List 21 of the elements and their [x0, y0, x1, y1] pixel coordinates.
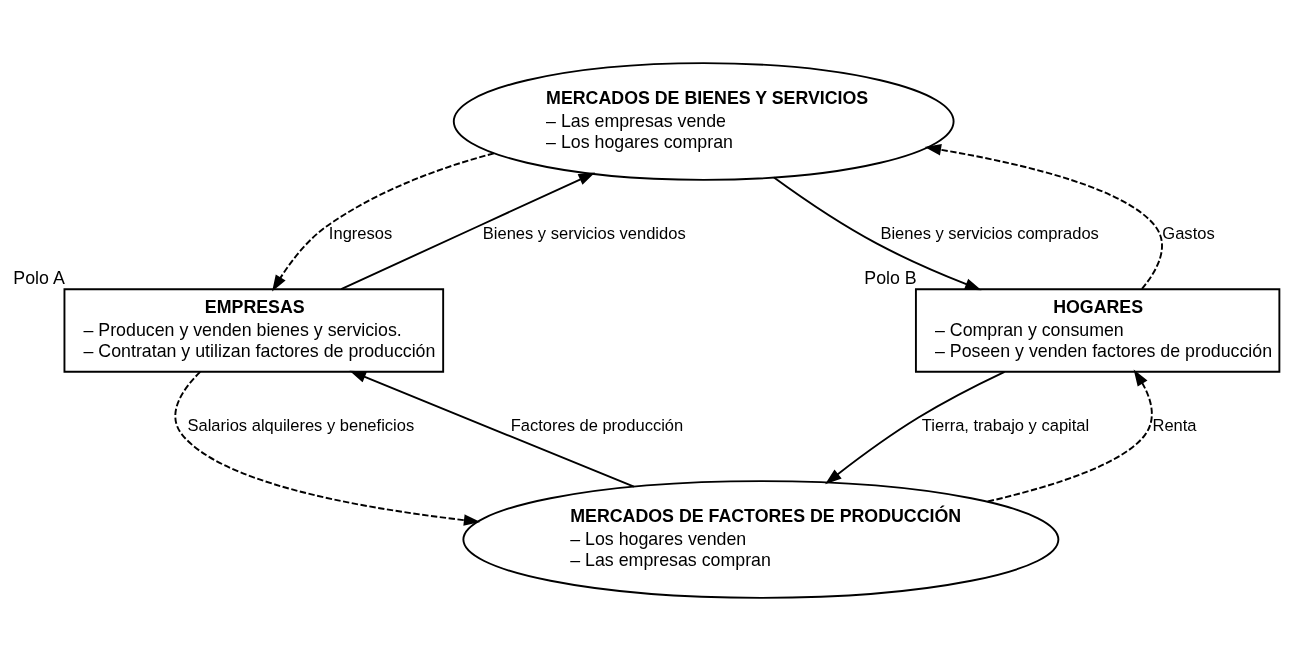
arrow	[349, 370, 635, 488]
node-box: HOGARES – Compran y consumen – Poseen y venden factores de producción	[914, 288, 1281, 373]
edge-label: Bienes y servicios vendidos	[482, 223, 686, 243]
node-ellipse: MERCADOS DE BIENES Y SERVICIOS – Las empresas vende – Los hogares compran	[452, 62, 955, 181]
edge-label: Gastos	[1162, 223, 1215, 243]
edge-label: Renta	[1152, 415, 1197, 435]
edge-label: Factores de producción	[510, 415, 684, 435]
arrow	[825, 370, 1006, 485]
arrow	[924, 144, 1163, 290]
edge-label: Bienes y servicios comprados	[880, 223, 1099, 243]
node-box: EMPRESAS – Producen y venden bienes y servicios. – Contratan y utilizan factores de producción	[63, 288, 445, 373]
node-label: Polo B	[864, 268, 917, 289]
arrow	[773, 176, 982, 291]
node-label: Polo A	[13, 268, 65, 289]
edge-label: Tierra, trabajo y capital	[921, 415, 1090, 435]
arrow	[986, 369, 1153, 503]
arrow	[174, 370, 481, 526]
edge-label: Salarios alquileres y beneficios	[187, 415, 415, 435]
arrow	[340, 172, 596, 291]
edge-label: Ingresos	[328, 223, 393, 243]
arrow	[272, 152, 495, 292]
